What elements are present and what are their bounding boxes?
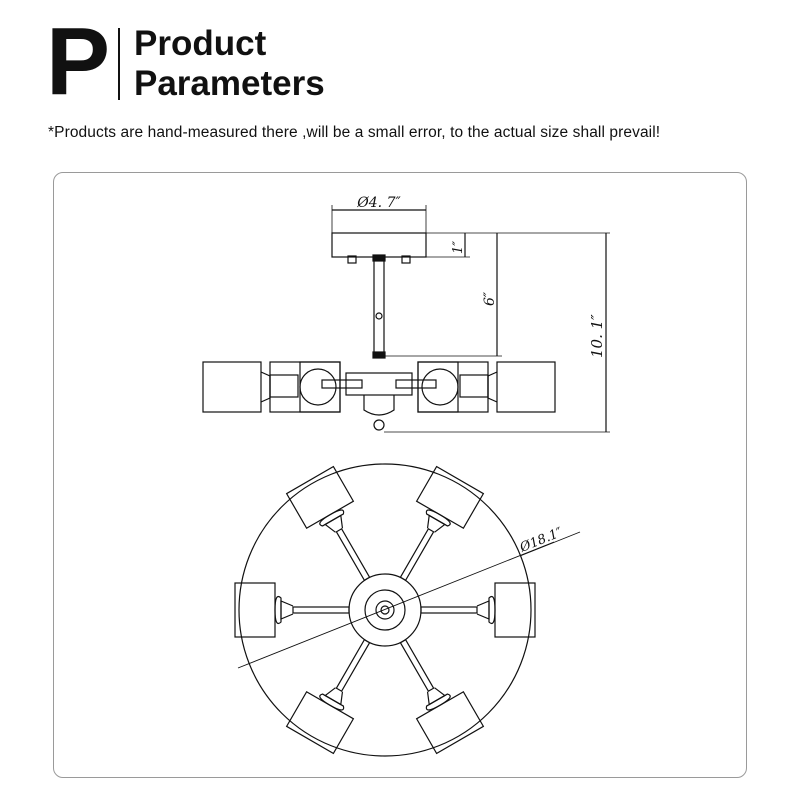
header-divider bbox=[118, 28, 120, 100]
span-circle bbox=[238, 463, 532, 757]
arm-4 bbox=[399, 638, 485, 755]
center-body bbox=[345, 372, 413, 396]
section-letter: P bbox=[46, 8, 111, 115]
span-diameter-label: Ø18.1″ bbox=[517, 525, 565, 556]
side-view bbox=[202, 205, 610, 433]
total-height-label: 10. 1″ bbox=[588, 314, 606, 358]
down-rod bbox=[373, 256, 385, 358]
page-title: Product Parameters bbox=[134, 24, 325, 104]
title-line-2: Parameters bbox=[134, 64, 325, 103]
span-dim-line bbox=[237, 541, 555, 669]
canopy bbox=[331, 232, 427, 258]
measurement-note: *Products are hand-measured there ,will … bbox=[48, 124, 661, 141]
arm-2 bbox=[399, 465, 485, 582]
arm-3 bbox=[420, 582, 536, 638]
top-view bbox=[237, 463, 581, 757]
shade-right-inner bbox=[417, 361, 489, 413]
arm-5 bbox=[285, 638, 371, 755]
arm-6 bbox=[234, 582, 350, 638]
arm-1 bbox=[285, 465, 371, 582]
canopy-height-label: 1″ bbox=[451, 241, 466, 254]
shade-left-outer bbox=[202, 361, 262, 413]
shade-left-inner bbox=[269, 361, 341, 413]
canopy-diameter-label: Ø4. 7″ bbox=[356, 195, 401, 211]
arm-group bbox=[234, 465, 536, 755]
shade-right-outer bbox=[496, 361, 556, 413]
rod-height-label: 6″ bbox=[482, 291, 498, 306]
diagram-panel bbox=[53, 172, 747, 778]
title-line-1: Product bbox=[134, 24, 267, 63]
